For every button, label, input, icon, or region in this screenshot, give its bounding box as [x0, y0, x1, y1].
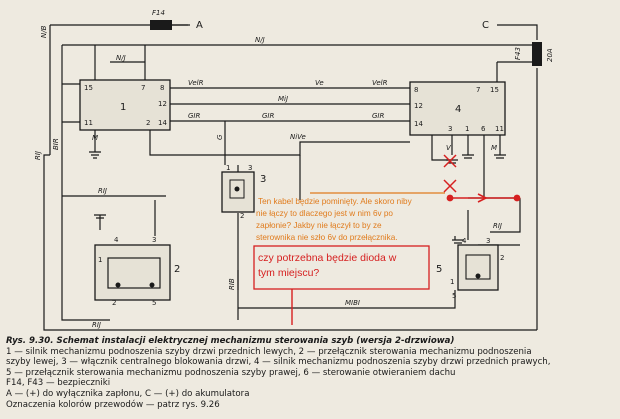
- pin-label: 5: [152, 299, 156, 307]
- pin-label: 2: [146, 119, 150, 127]
- caption-line: Oznaczenia kolorów przewodów — patrz rys…: [6, 399, 220, 410]
- caption-line: 5 — przełącznik sterowania mechanizmu po…: [6, 367, 456, 378]
- wire-bir: BIR: [52, 138, 60, 150]
- wire-v: V: [446, 144, 452, 152]
- ground-symbols: [89, 151, 506, 244]
- fuse-f43-label: F43: [514, 47, 522, 60]
- wire-labels: N/B N/J N/J VelR Ve VelR MiJ GIR GIR GIR…: [34, 25, 502, 329]
- caption-line: 1 — silnik mechanizmu podnoszenia szyby …: [6, 346, 532, 357]
- red-junction-dot-left: [446, 194, 454, 202]
- cross-mark-upper: [443, 154, 457, 168]
- pin-label: 3: [448, 125, 452, 133]
- wire-velr-right: VelR: [372, 79, 388, 87]
- block-5-right-switch: 5 4 3 1 2 5: [436, 237, 504, 300]
- red-note-box: [253, 245, 430, 290]
- pin-label: 12: [414, 102, 423, 110]
- pin-label: 4: [462, 237, 467, 245]
- pin-label: 3: [152, 236, 156, 244]
- pin-label: 3: [248, 164, 252, 172]
- orange-note-line: Ten kabel będzie pominięty. Ale skoro ni…: [258, 197, 413, 206]
- pin-label: 15: [84, 84, 93, 92]
- orange-note-line: nie łączy to dlaczego jest w nim 6v po: [256, 209, 393, 218]
- wire-nive: NiVe: [290, 133, 306, 141]
- wire-m-left: M: [92, 134, 98, 142]
- terminal-a-label: A: [196, 20, 203, 31]
- pin-label: 2: [500, 254, 504, 262]
- caption-line: szyby lewej, 3 — włącznik centralnego bl…: [6, 357, 551, 368]
- wire-gir-mid: GIR: [262, 112, 274, 120]
- wires: [43, 24, 538, 331]
- pin-label: 4: [114, 236, 119, 244]
- wire-g: G: [216, 134, 224, 140]
- block-2-left-switch: 2 4 3 1 2 5: [94, 236, 180, 307]
- wire-velr-left: VelR: [188, 79, 204, 87]
- wire-mij: MiJ: [278, 95, 288, 103]
- user-annotations: Ten kabel będzie pominięty. Ale skoro ni…: [253, 154, 521, 325]
- wire-gir-right: GIR: [372, 112, 384, 120]
- pin-label: 1: [450, 278, 454, 286]
- fuse-f14-label: F14: [152, 9, 165, 17]
- orange-note-line: zapłonie? Jakby nie łączył to by ze: [256, 221, 382, 230]
- pin-label: 12: [158, 100, 167, 108]
- wire-rij-mid: RIJ: [98, 187, 107, 195]
- fuse-f43-rating: 20A: [546, 48, 554, 62]
- block-3-central-lock-switch: 3 1 3 2: [221, 164, 266, 220]
- pin-label: 8: [414, 86, 418, 94]
- red-arrow-icon: [477, 193, 488, 203]
- figure-caption: Rys. 9.30. Schemat instalacji elektryczn…: [6, 336, 614, 410]
- pin-label: 1: [226, 164, 230, 172]
- wire-rij-right: RIJ: [493, 222, 502, 230]
- pin-label: 2: [112, 299, 116, 307]
- block-5-label: 5: [436, 264, 442, 275]
- red-junction-dot-right: [513, 194, 521, 202]
- pin-label: 8: [160, 84, 164, 92]
- wire-gir-left: GIR: [188, 112, 200, 120]
- block-4-label: 4: [455, 104, 461, 115]
- pin-label: 5: [452, 292, 456, 300]
- wire-nib: N/B: [40, 25, 48, 38]
- orange-note: Ten kabel będzie pominięty. Ale skoro ni…: [256, 197, 414, 242]
- pin-label: 7: [476, 86, 480, 94]
- pin-label: 6: [481, 125, 486, 133]
- pin-label: 11: [495, 125, 504, 133]
- fuse-f43: [532, 42, 542, 66]
- pin-label: 14: [158, 119, 167, 127]
- wire-nij-left: N/J: [116, 54, 126, 62]
- red-note-line: tym miejscu?: [258, 267, 319, 279]
- pin-label: 2: [240, 212, 244, 220]
- block-2-label: 2: [174, 264, 180, 275]
- wire-m-right: M: [491, 144, 497, 152]
- pin-label: 3: [486, 237, 490, 245]
- wire-ve: Ve: [315, 79, 324, 87]
- caption-title: Rys. 9.30. Schemat instalacji elektryczn…: [6, 336, 455, 346]
- wire-mibi: MIBI: [345, 299, 360, 307]
- wire-nij-top: N/J: [255, 36, 265, 44]
- pin-label: 11: [84, 119, 93, 127]
- pin-label: 1: [465, 125, 469, 133]
- orange-note-line: sterownika nie szło 6v do przełącznika.: [256, 233, 398, 242]
- block-1-label: 1: [120, 102, 126, 113]
- fuse-f14: [150, 20, 172, 30]
- terminal-c-label: C: [482, 20, 489, 31]
- block-3-label: 3: [260, 174, 266, 185]
- caption-line: F14, F43 — bezpieczniki: [6, 378, 111, 389]
- caption-line: A — (+) do wyłącznika zapłonu, C — (+) d…: [6, 388, 250, 399]
- wire-rib: RIB: [228, 278, 236, 290]
- pin-label: 1: [98, 256, 102, 264]
- red-note-line: czy potrzebna będzie dioda w: [258, 252, 397, 264]
- block-1-left-motor: 1 15 7 8 12 11 2 14: [79, 79, 171, 131]
- pin-label: 14: [414, 120, 423, 128]
- red-note: czy potrzebna będzie dioda w tym miejscu…: [258, 252, 399, 279]
- pin-label: 7: [141, 84, 145, 92]
- cross-mark-lower: [443, 179, 457, 193]
- wire-rij-left: RIJ: [34, 151, 42, 160]
- wire-rij-bottom: RIJ: [92, 321, 101, 329]
- block-4-right-motor: 4 8 12 14 7 15 3 1 6 11: [409, 81, 506, 136]
- pin-label: 15: [490, 86, 499, 94]
